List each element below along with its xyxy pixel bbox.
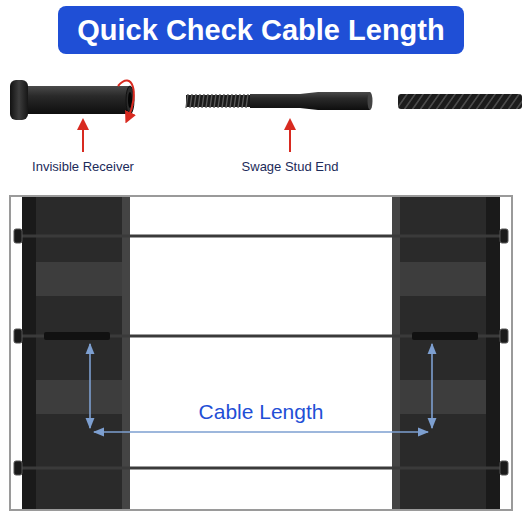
right-post <box>392 197 500 509</box>
receiver-picture <box>10 80 134 120</box>
dimension-label: Cable Length <box>199 400 324 424</box>
stud-ends <box>44 332 478 340</box>
cables <box>20 236 502 468</box>
part-label: Invisible Receiver <box>32 159 134 174</box>
cable-picture <box>398 94 522 109</box>
pointer-arrow <box>82 124 84 152</box>
pointer-arrow <box>289 124 291 152</box>
receiver-heads <box>14 229 508 475</box>
part-label: Swage Stud End <box>242 159 339 174</box>
swage-stud-picture <box>186 92 373 110</box>
frame-outline <box>10 196 512 510</box>
left-post <box>22 197 130 509</box>
title-text: Quick Check Cable Length <box>77 14 444 47</box>
label-ground <box>193 397 330 427</box>
dimension-arrows <box>90 344 432 432</box>
title-banner <box>58 6 464 54</box>
